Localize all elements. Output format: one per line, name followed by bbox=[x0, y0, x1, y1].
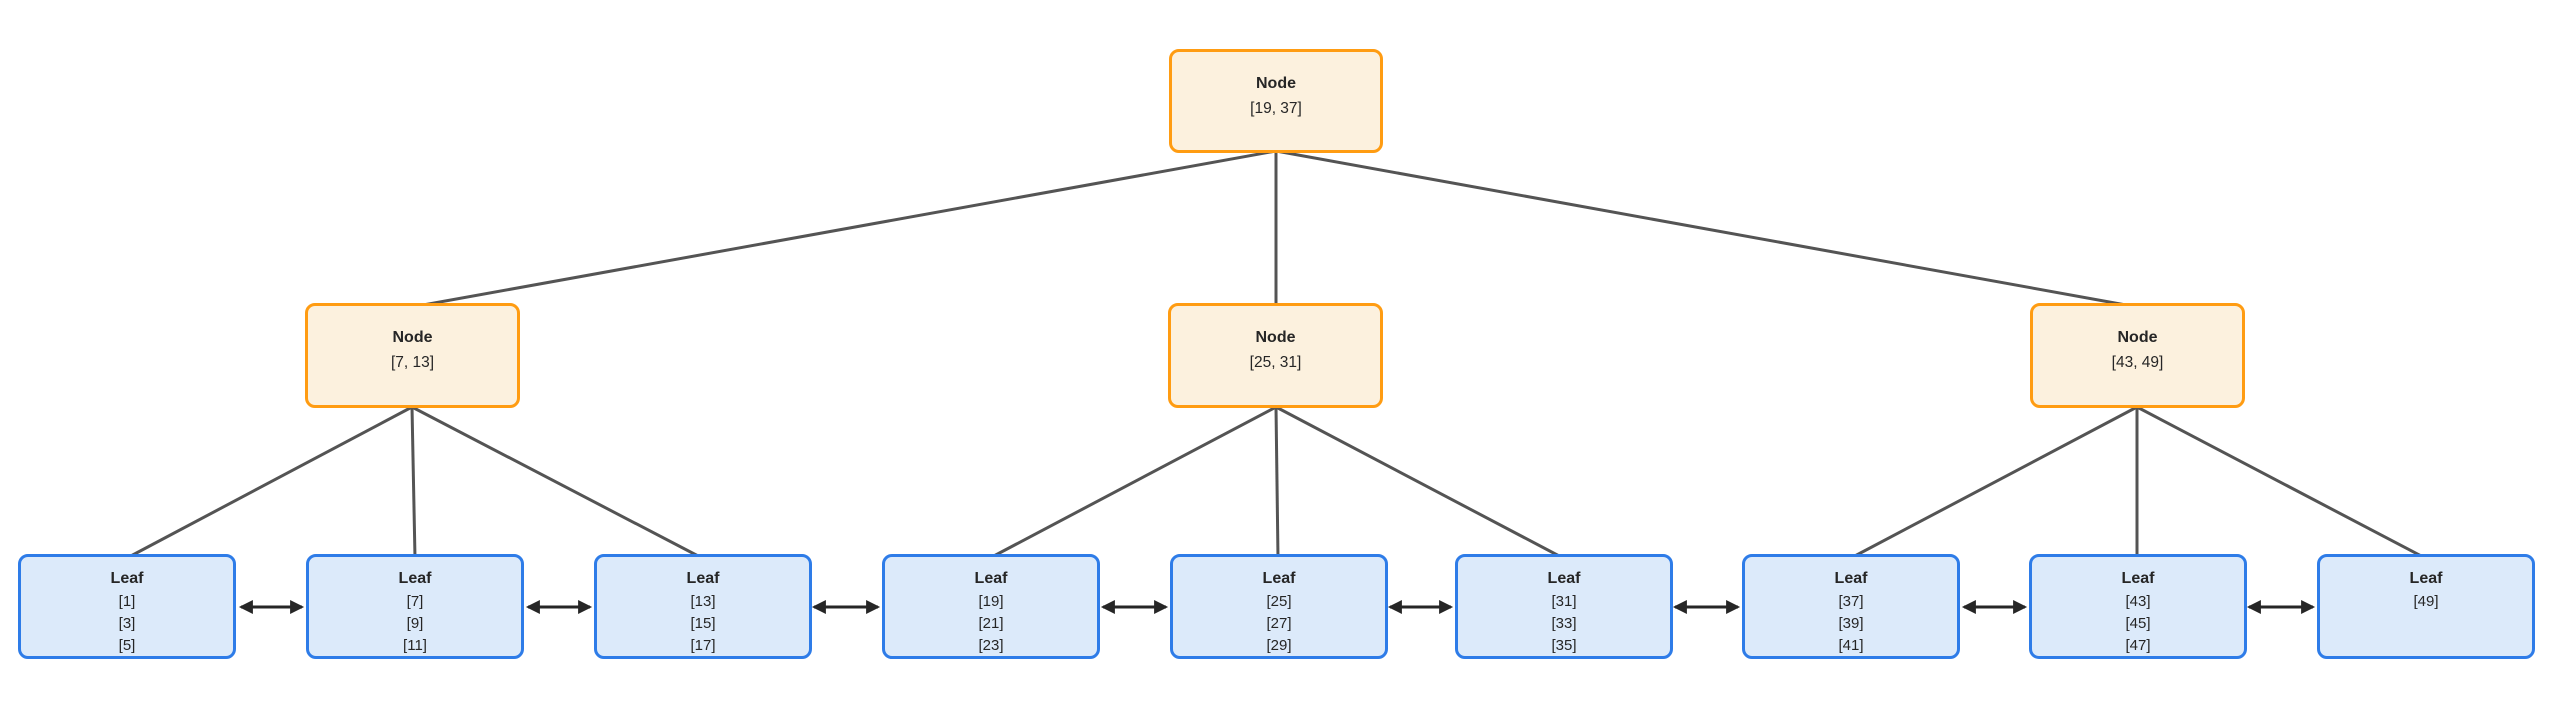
leaf-node-1: Leaf [1] [3] [5] bbox=[18, 554, 236, 659]
leaf-node-8: Leaf [43] [45] [47] bbox=[2029, 554, 2247, 659]
leaf-value: [9] bbox=[406, 615, 424, 632]
node-keys: [19, 37] bbox=[1250, 100, 1302, 117]
leaf-label: Leaf bbox=[1547, 570, 1581, 587]
leaf-value: [25] bbox=[1266, 593, 1292, 610]
tree-edge bbox=[411, 405, 703, 560]
leaf-label: Leaf bbox=[110, 570, 144, 587]
leaf-value: [49] bbox=[2413, 593, 2439, 610]
leaf-value: [31] bbox=[1551, 593, 1577, 610]
leaf-node-9: Leaf [49] bbox=[2317, 554, 2535, 659]
leaf-value: [19] bbox=[978, 593, 1004, 610]
node-keys: [43, 49] bbox=[2111, 354, 2164, 371]
leaf-value: [3] bbox=[118, 615, 136, 632]
leaf-node-5: Leaf [25] [27] [29] bbox=[1170, 554, 1388, 659]
leaf-value: [35] bbox=[1551, 637, 1577, 654]
leaf-label: Leaf bbox=[2409, 570, 2443, 587]
tree-edge bbox=[1850, 405, 2138, 560]
tree-edge bbox=[989, 405, 1277, 560]
leaf-node-2: Leaf [7] [9] [11] bbox=[306, 554, 524, 659]
node-keys: [7, 13] bbox=[390, 354, 435, 371]
node-label: Node bbox=[1256, 75, 1296, 92]
leaf-label: Leaf bbox=[398, 570, 432, 587]
leaf-label: Leaf bbox=[686, 570, 720, 587]
tree-edge bbox=[1275, 149, 2138, 309]
leaf-value: [37] bbox=[1838, 593, 1864, 610]
leaf-value: [27] bbox=[1266, 615, 1292, 632]
leaf-node-6: Leaf [31] [33] [35] bbox=[1455, 554, 1673, 659]
internal-node-1: Node [7, 13] bbox=[305, 303, 520, 408]
internal-node-2: Node [25, 31] bbox=[1168, 303, 1383, 408]
tree-edge bbox=[126, 405, 413, 560]
node-keys: [25, 31] bbox=[1249, 354, 1302, 371]
leaf-label: Leaf bbox=[974, 570, 1008, 587]
leaf-value: [45] bbox=[2125, 615, 2151, 632]
leaf-label: Leaf bbox=[1262, 570, 1296, 587]
tree-edge bbox=[411, 149, 1277, 309]
leaf-value: [33] bbox=[1551, 615, 1577, 632]
leaf-value: [41] bbox=[1838, 637, 1864, 654]
tree-edge bbox=[410, 406, 417, 559]
leaf-value: [43] bbox=[2125, 593, 2151, 610]
leaf-value: [23] bbox=[978, 637, 1004, 654]
tree-edge bbox=[1275, 405, 1564, 560]
tree-edge bbox=[1274, 406, 1280, 559]
internal-node-3: Node [43, 49] bbox=[2030, 303, 2245, 408]
leaf-value: [21] bbox=[978, 615, 1004, 632]
node-label: Node bbox=[2117, 329, 2158, 346]
leaf-node-3: Leaf [13] [15] [17] bbox=[594, 554, 812, 659]
leaf-value: [5] bbox=[118, 637, 136, 654]
leaf-value: [1] bbox=[118, 593, 136, 610]
leaf-label: Leaf bbox=[1834, 570, 1868, 587]
node-label: Node bbox=[392, 329, 433, 346]
leaf-value: [15] bbox=[690, 615, 716, 632]
leaf-value: [47] bbox=[2125, 637, 2151, 654]
leaf-value: [11] bbox=[403, 637, 427, 654]
tree-edge bbox=[2136, 405, 2426, 560]
tree-node-root: Node [19, 37] bbox=[1169, 49, 1383, 153]
leaf-value: [39] bbox=[1838, 615, 1864, 632]
leaf-value: [17] bbox=[690, 637, 716, 654]
leaf-value: [13] bbox=[690, 593, 716, 610]
leaf-node-4: Leaf [19] [21] [23] bbox=[882, 554, 1100, 659]
node-label: Node bbox=[1255, 329, 1296, 346]
leaf-value: [29] bbox=[1266, 637, 1292, 654]
leaf-label: Leaf bbox=[2121, 570, 2155, 587]
leaf-value: [7] bbox=[406, 593, 424, 610]
leaf-node-7: Leaf [37] [39] [41] bbox=[1742, 554, 1960, 659]
